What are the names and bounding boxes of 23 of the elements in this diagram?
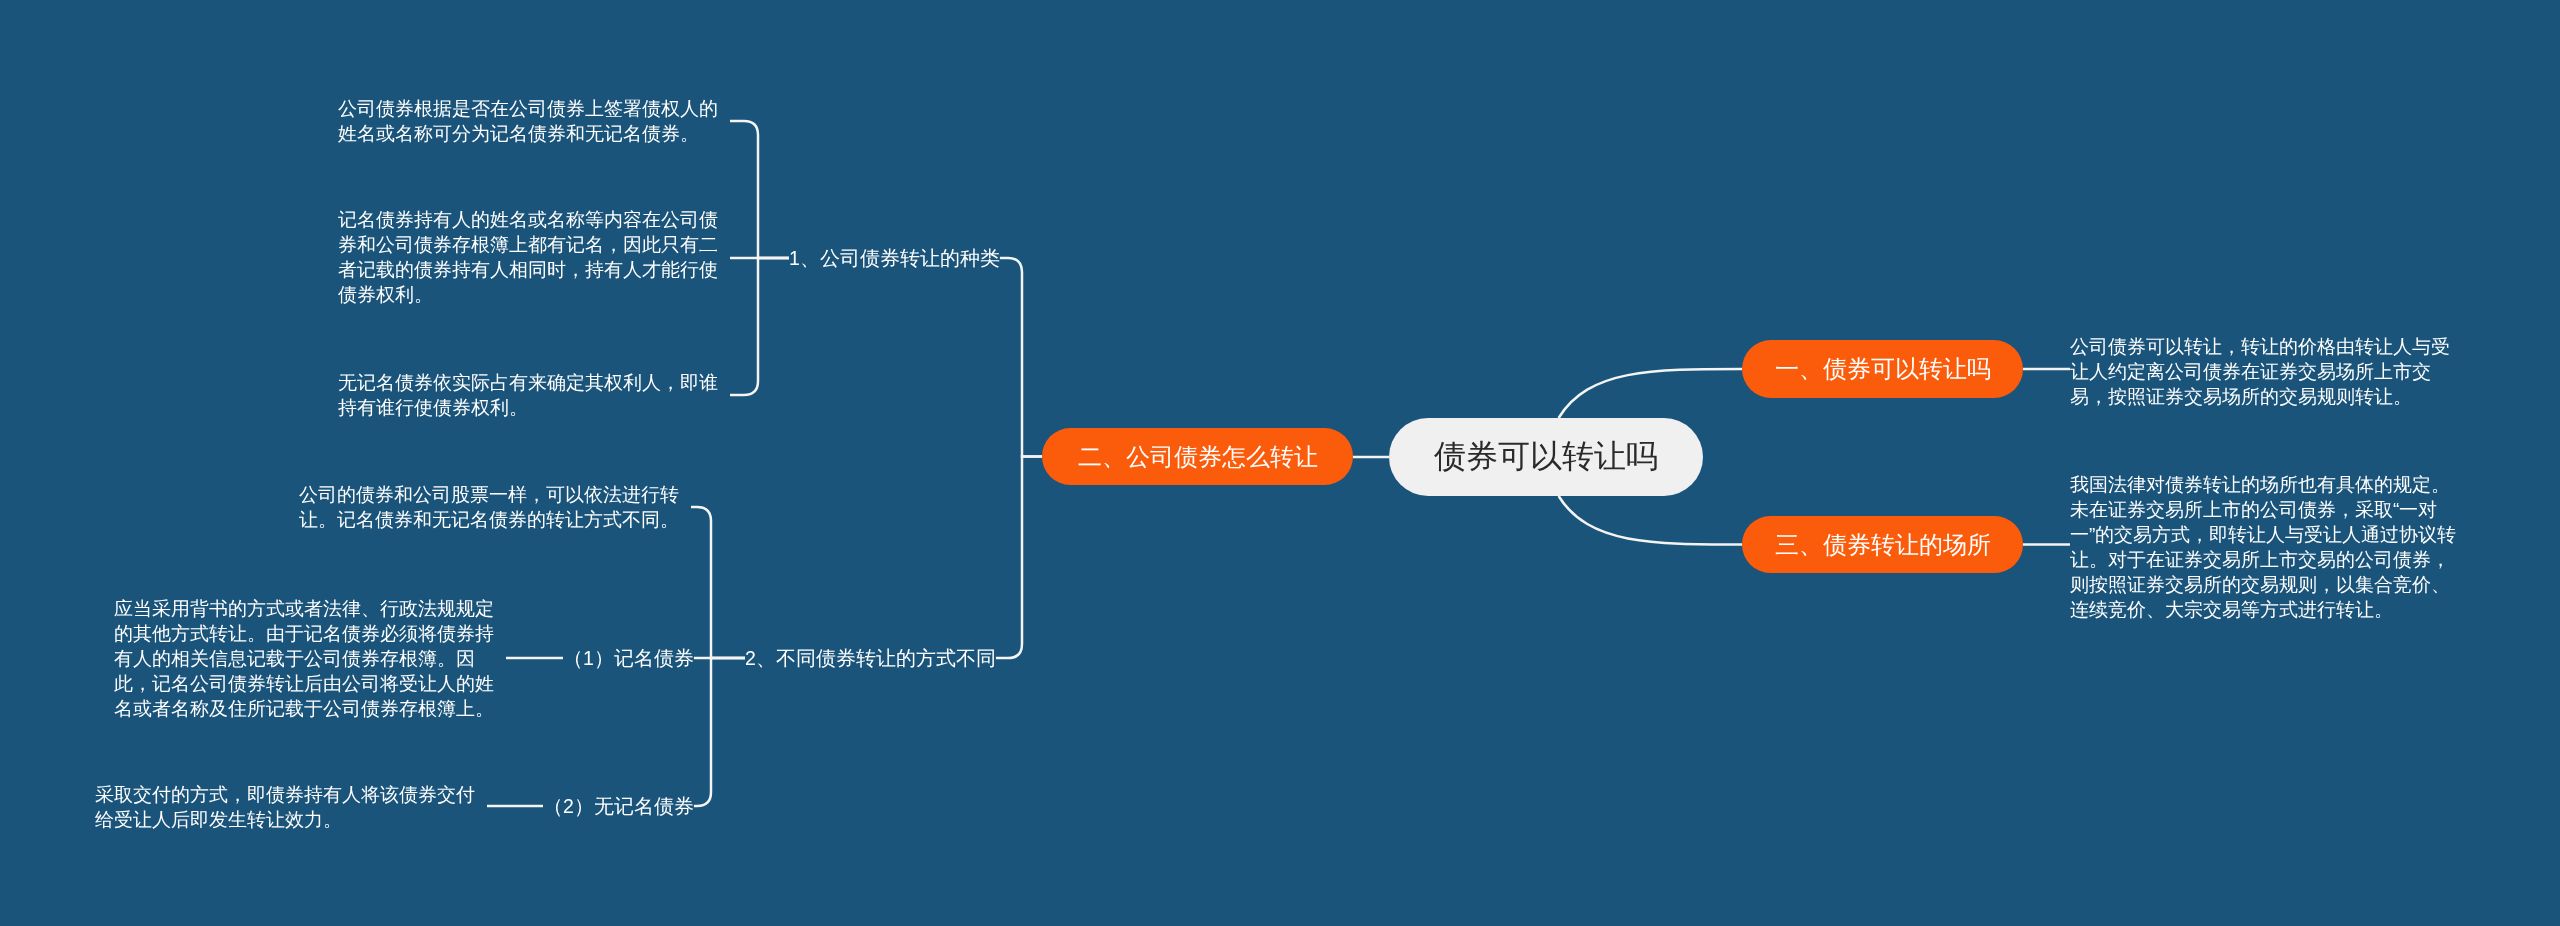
- note-text: 采取交付的方式，即债券持有人将该债券交付给受让人后即发生转让效力。: [95, 782, 487, 832]
- note-text: 无记名债券依实际占有来确定其权利人，即谁持有谁行使债券权利。: [338, 370, 730, 420]
- note-text: 公司债券可以转让，转让的价格由转让人与受让人约定离公司债券在证券交易场所上市交易，按照证券交易场所的交易规则转让。: [2070, 333, 2462, 409]
- note-text: 记名债券持有人的姓名或名称等内容在公司债券和公司债券存根簿上都有记名，因此只有二者记载的债券持有人相同时，持有人才能行使债券权利。: [338, 207, 730, 307]
- central-topic-pill: 债券可以转让吗: [1389, 418, 1703, 496]
- topic-pill: 二、公司债券怎么转让: [1042, 428, 1353, 485]
- subtopic-label: （1）记名债券: [563, 645, 694, 671]
- connector-line: [487, 804, 543, 808]
- connector-line: [2023, 367, 2070, 371]
- connector-line: [1557, 495, 1742, 546]
- subtopic-label: 2、不同债券转让的方式不同: [745, 645, 996, 671]
- note-text: 公司的债券和公司股票一样，可以依法进行转让。记名债券和无记名债券的转让方式不同。: [299, 482, 691, 532]
- topic-pill: 一、债券可以转让吗: [1742, 340, 2023, 398]
- note-text: 我国法律对债券转让的场所也有具体的规定。未在证券交易所上市的公司债券，采取“一对一”的交易方式，即转让人与受让人通过协议转让。对于在证券交易所上市交易的公司债券，则按照证券交易所的交易规则，以集合竞价、连续竞价、大宗交易等方式进行转让。: [2070, 472, 2462, 622]
- connector-line: [506, 656, 563, 660]
- subtopic-label: 1、公司债券转让的种类: [789, 245, 1000, 271]
- connector-line: [1557, 367, 1742, 419]
- topic-pill: 三、债券转让的场所: [1742, 516, 2023, 573]
- note-text: 应当采用背书的方式或者法律、行政法规规定的其他方式转让。由于记名债券必须将债券持有人的相关信息记载于公司债券存根簿。因此，记名公司债券转让后由公司将受让人的姓名或者名称及住所记载于公司债券存根簿上。: [114, 595, 506, 721]
- subtopic-label: （2）无记名债券: [543, 793, 694, 819]
- connector-line: [1353, 455, 1389, 459]
- note-text: 公司债券根据是否在公司债券上签署债权人的姓名或名称可分为记名债券和无记名债券。: [338, 96, 730, 146]
- connector-line: [2023, 543, 2070, 546]
